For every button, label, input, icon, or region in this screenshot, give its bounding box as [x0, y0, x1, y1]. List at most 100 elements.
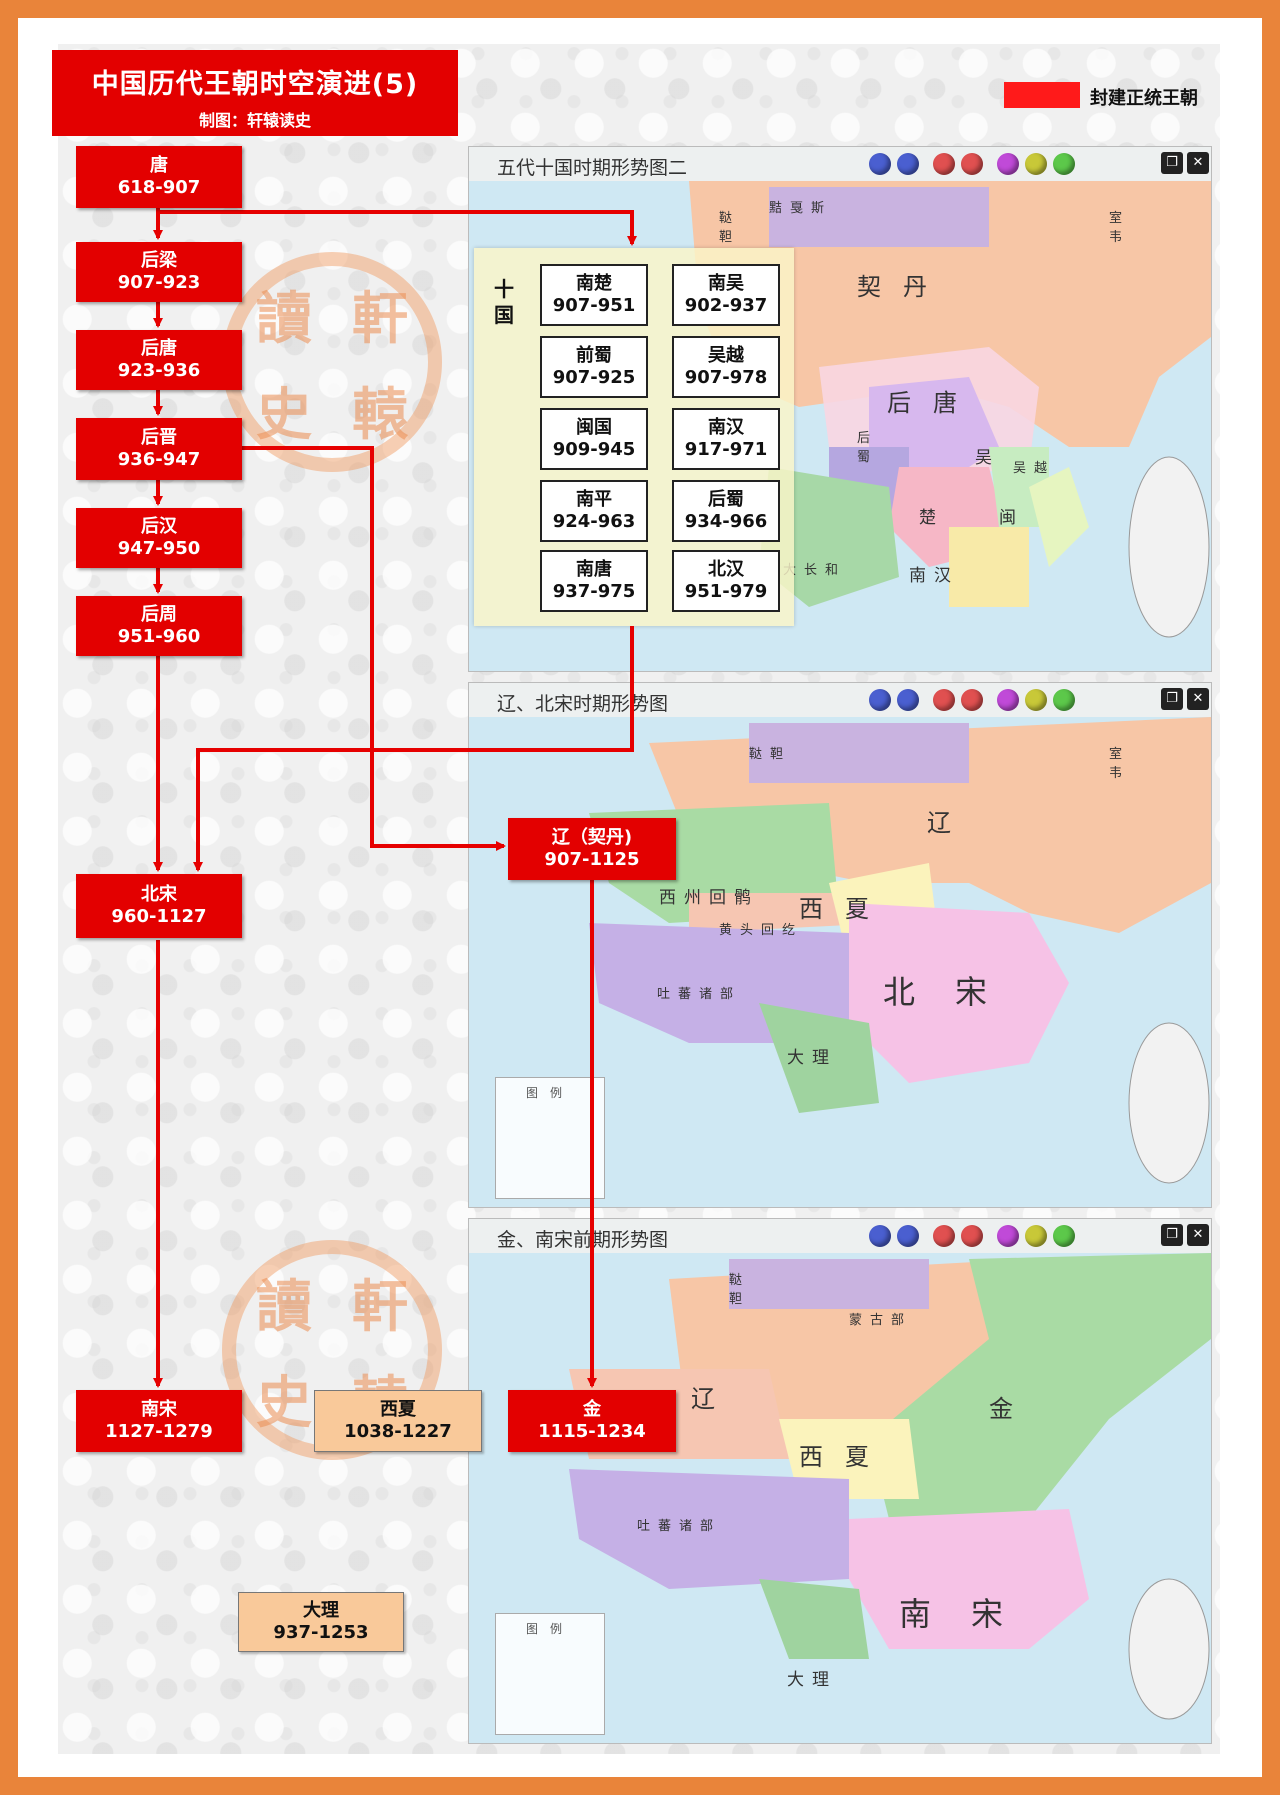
dynasty-years: 618-907	[117, 177, 201, 198]
kingdom-name: 南汉	[708, 417, 744, 438]
title-banner: 中国历代王朝时空演进(5) 制图：轩辕读史	[52, 50, 458, 136]
map-liao-northern-song[interactable]: 辽 西州回鹘 西夏 黄头回纥 北宋 大理 吐蕃诸部 鞑靼 室韦 图例 辽、北宋时…	[468, 682, 1212, 1208]
kingdom-box[interactable]: 南平 924-963	[540, 480, 648, 542]
map-label-huangtou-uyghur: 黄头回纥	[719, 923, 804, 938]
purple-triangle-icon[interactable]	[997, 153, 1019, 175]
red-ball-icon[interactable]	[933, 153, 955, 175]
dynasty-years: 923-936	[117, 360, 201, 381]
kingdom-name: 南吴	[708, 273, 744, 294]
map-label-shiwei: 室韦	[1109, 211, 1131, 245]
map-label-northern-song: 北宋	[883, 973, 1028, 1011]
red-ball-icon[interactable]	[933, 689, 955, 711]
dynasty-box-jin[interactable]: 金 1115-1234	[508, 1390, 676, 1452]
kingdom-box[interactable]: 吴越 907-978	[672, 336, 780, 398]
blue-ball-icon[interactable]	[897, 1225, 919, 1247]
green-triangle-icon[interactable]	[1053, 1225, 1075, 1247]
kingdom-years: 934-966	[684, 511, 768, 532]
state-box-dali[interactable]: 大理 937-1253	[238, 1592, 404, 1652]
kingdom-box[interactable]: 南楚 907-951	[540, 264, 648, 326]
close-icon[interactable]: ✕	[1187, 1224, 1209, 1246]
purple-triangle-icon[interactable]	[997, 1225, 1019, 1247]
olive-triangle-icon[interactable]	[1025, 689, 1047, 711]
blue-ball-icon[interactable]	[869, 689, 891, 711]
blue-ball-icon[interactable]	[897, 689, 919, 711]
dynasty-name: 后唐	[141, 338, 177, 359]
dynasty-box-liao[interactable]: 辽（契丹) 907-1125	[508, 818, 676, 880]
kingdom-box[interactable]: 南吴 902-937	[672, 264, 780, 326]
kingdom-years: 917-971	[684, 439, 768, 460]
dynasty-name: 唐	[150, 155, 168, 176]
red-ball-icon[interactable]	[933, 1225, 955, 1247]
map-label-jin: 金	[989, 1395, 1035, 1423]
dynasty-name: 辽（契丹)	[551, 827, 633, 848]
legend-label: 封建正统王朝	[1090, 88, 1198, 109]
map-label-southern-han: 南汉	[909, 566, 959, 586]
red-ball-icon[interactable]	[961, 1225, 983, 1247]
map-label-southern-song: 南宋	[899, 1595, 1044, 1633]
dynasty-box-later-jin[interactable]: 后晋 936-947	[76, 418, 242, 480]
blue-ball-icon[interactable]	[869, 1225, 891, 1247]
map-label-min: 闽	[999, 508, 1024, 528]
map-title: 辽、北宋时期形势图	[497, 693, 669, 715]
dynasty-box-later-han[interactable]: 后汉 947-950	[76, 508, 242, 568]
green-triangle-icon[interactable]	[1053, 153, 1075, 175]
state-name: 大理	[303, 1600, 339, 1621]
kingdom-years: 907-925	[552, 367, 636, 388]
dynasty-name: 后晋	[141, 427, 177, 448]
map-legend: 图例	[495, 1613, 605, 1735]
kingdom-name: 吴越	[708, 345, 744, 366]
dynasty-box-later-liang[interactable]: 后梁 907-923	[76, 242, 242, 302]
dynasty-box-northern-song[interactable]: 北宋 960-1127	[76, 874, 242, 938]
dynasty-years: 936-947	[117, 449, 201, 470]
window-restore-icon[interactable]: ❐	[1161, 152, 1183, 174]
seal-char: 軒	[352, 285, 408, 352]
dynasty-name: 后周	[141, 604, 177, 625]
purple-triangle-icon[interactable]	[997, 689, 1019, 711]
close-icon[interactable]: ✕	[1187, 688, 1209, 710]
kingdom-name: 南平	[576, 489, 612, 510]
dynasty-box-tang[interactable]: 唐 618-907	[76, 146, 242, 208]
kingdom-box[interactable]: 北汉 951-979	[672, 550, 780, 612]
map-jin-southern-song[interactable]: 金 南宋 辽 西夏 大理 吐蕃诸部 蒙古部 鞑靼 图例 金、南宋前期形势图 ❐ …	[468, 1218, 1212, 1744]
blue-ball-icon[interactable]	[869, 153, 891, 175]
kingdom-name: 闽国	[576, 417, 612, 438]
kingdom-box[interactable]: 前蜀 907-925	[540, 336, 648, 398]
dynasty-box-later-zhou[interactable]: 后周 951-960	[76, 596, 242, 656]
kingdom-box[interactable]: 闽国 909-945	[540, 408, 648, 470]
window-restore-icon[interactable]: ❐	[1161, 688, 1183, 710]
kingdom-box[interactable]: 后蜀 934-966	[672, 480, 780, 542]
kingdom-name: 南楚	[576, 273, 612, 294]
kingdom-years: 937-975	[552, 581, 636, 602]
seal-char: 轅	[352, 381, 408, 448]
red-ball-icon[interactable]	[961, 689, 983, 711]
window-restore-icon[interactable]: ❐	[1161, 1224, 1183, 1246]
state-box-western-xia[interactable]: 西夏 1038-1227	[314, 1390, 482, 1452]
state-years: 1038-1227	[344, 1421, 452, 1442]
map-label-wu: 吴	[975, 448, 1000, 468]
kingdom-years: 907-978	[684, 367, 768, 388]
map-label-dali: 大理	[787, 1048, 837, 1068]
map-title: 五代十国时期形势图二	[497, 157, 688, 179]
map-label-chu: 楚	[919, 508, 944, 528]
dynasty-box-later-tang[interactable]: 后唐 923-936	[76, 330, 242, 390]
map-legend-title: 图例	[525, 1622, 574, 1636]
page-title: 中国历代王朝时空演进(5)	[91, 69, 419, 100]
kingdom-box[interactable]: 南汉 917-971	[672, 408, 780, 470]
olive-triangle-icon[interactable]	[1025, 153, 1047, 175]
ten-kingdoms-label: 十国	[494, 276, 514, 328]
map-shapes	[469, 1253, 1211, 1743]
blue-ball-icon[interactable]	[897, 153, 919, 175]
dynasty-name: 后梁	[141, 250, 177, 271]
kingdom-box[interactable]: 南唐 937-975	[540, 550, 648, 612]
red-ball-icon[interactable]	[961, 153, 983, 175]
dynasty-name: 后汉	[141, 516, 177, 537]
map-label-liao: 辽	[927, 809, 973, 837]
olive-triangle-icon[interactable]	[1025, 1225, 1047, 1247]
green-triangle-icon[interactable]	[1053, 689, 1075, 711]
map-label-xiajiasi: 黠戛斯	[769, 201, 833, 216]
close-icon[interactable]: ✕	[1187, 152, 1209, 174]
dynasty-years: 907-1125	[544, 849, 640, 870]
map-legend-title: 图例	[525, 1086, 574, 1100]
dynasty-box-southern-song[interactable]: 南宋 1127-1279	[76, 1390, 242, 1452]
kingdom-years: 902-937	[684, 295, 768, 316]
